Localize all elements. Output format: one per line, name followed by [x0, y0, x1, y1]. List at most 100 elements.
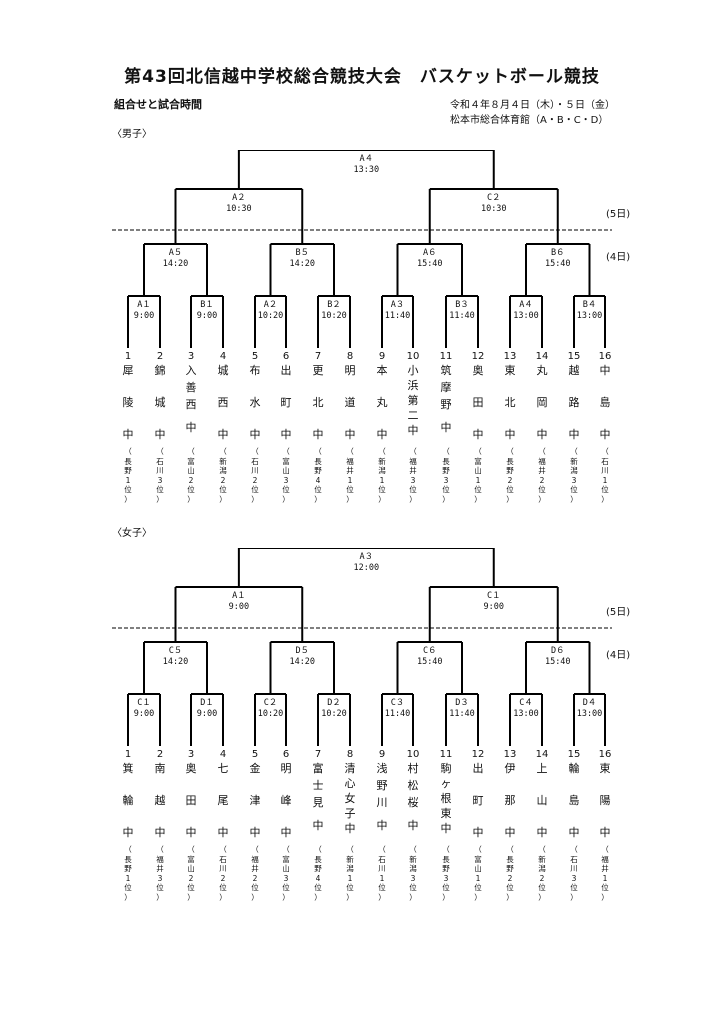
- game-time: 9:00: [133, 709, 155, 719]
- team-name-char: 富: [312, 762, 324, 775]
- prefecture-char: （: [601, 447, 609, 456]
- prefecture-char: 川: [570, 864, 578, 873]
- prefecture-char: 2: [220, 475, 226, 485]
- team-seed-number: 2: [156, 749, 164, 760]
- page-title: 第43回北信越中学校総合競技大会 バスケットボール競技: [124, 67, 600, 87]
- team-seed-number: 15: [567, 749, 581, 760]
- team-name-char: 中: [440, 421, 452, 434]
- team-name-char: 中: [154, 428, 166, 441]
- team-name: 明道中: [340, 363, 360, 443]
- team-seed-number: 10: [406, 351, 420, 362]
- game-time: 15:40: [416, 259, 443, 269]
- prefecture-char: 福: [601, 854, 609, 864]
- game-time: 15:40: [416, 657, 443, 667]
- prefecture-char: 位: [314, 883, 322, 892]
- game-court: A３: [359, 552, 374, 562]
- prefecture-char: （: [219, 447, 227, 456]
- team-name-char: 出: [472, 762, 484, 775]
- team-name-char: 津: [249, 794, 261, 807]
- team-seed-number: 11: [439, 351, 453, 362]
- team-name-char: 輪: [122, 794, 134, 807]
- prefecture-char: ）: [314, 892, 322, 902]
- prefecture-char: 2: [188, 475, 194, 485]
- team-name-char: 筑: [440, 364, 452, 377]
- team-seed-number: 14: [535, 749, 549, 760]
- game-time: 15:40: [544, 657, 571, 667]
- game-time: 14:20: [289, 657, 316, 667]
- game-time: 12:00: [353, 563, 380, 573]
- game-court: D４: [582, 698, 597, 708]
- team-name: 出町中: [468, 761, 488, 841]
- game-time: 13:00: [576, 311, 603, 321]
- team-seed-number: 2: [156, 351, 164, 362]
- team-name-char: 東: [599, 762, 611, 775]
- game-court: C４: [519, 698, 533, 708]
- prefecture-char: （: [346, 845, 354, 854]
- prefecture-char: 富: [187, 854, 195, 864]
- team-name-char: 明: [344, 364, 356, 377]
- team-name-char: 浅: [376, 762, 388, 775]
- team-seed-number: 16: [598, 749, 612, 760]
- prefecture-char: 1: [379, 873, 385, 883]
- team-name-char: 中: [407, 424, 419, 437]
- team-seed-number: 10: [406, 749, 420, 760]
- prefecture-char: ）: [538, 494, 546, 504]
- team-name-char: 明: [280, 762, 292, 775]
- prefecture-char: 新: [538, 854, 546, 864]
- prefecture-char: （: [251, 845, 259, 854]
- prefecture-char: 石: [251, 456, 259, 466]
- game-court: A３: [390, 300, 405, 310]
- prefecture-char: ）: [124, 494, 132, 504]
- team-name-char: 中: [440, 822, 452, 835]
- tournament-date: 令和４年８月４日（木）・５日（金）: [450, 100, 615, 111]
- prefecture-char: （: [506, 447, 514, 456]
- prefecture-char: （: [124, 447, 132, 456]
- prefecture-char: 石: [601, 456, 609, 466]
- prefecture-char: 野: [314, 466, 322, 475]
- game-court: B４: [582, 300, 597, 310]
- game-time: 10:20: [321, 311, 347, 321]
- game-time: 11:40: [449, 709, 475, 719]
- prefecture-char: 位: [346, 883, 354, 892]
- prefecture-char: 川: [601, 466, 609, 475]
- prefecture-char: （: [538, 845, 546, 854]
- game-court: C２: [486, 193, 501, 203]
- prefecture-char: 位: [346, 485, 354, 494]
- prefecture-char: （: [442, 447, 450, 456]
- prefecture-char: 石: [219, 854, 227, 864]
- team-seed-number: 8: [346, 749, 354, 760]
- prefecture-char: 1: [602, 873, 608, 883]
- prefecture-char: ）: [219, 892, 227, 902]
- prefecture-char: 長: [314, 456, 322, 466]
- team-name-char: 二: [407, 409, 419, 422]
- prefecture-char: 位: [378, 485, 386, 494]
- team-name-char: 町: [280, 396, 292, 409]
- prefecture-char: （: [538, 447, 546, 456]
- prefecture-char: 2: [539, 475, 545, 485]
- team-name: 筑摩野中: [436, 363, 456, 443]
- team-name-char: 那: [504, 794, 516, 807]
- prefecture-char: 3: [283, 475, 289, 485]
- team-name-char: 東: [504, 364, 516, 377]
- team-name-char: 箕: [122, 762, 134, 775]
- team-name-char: 田: [472, 396, 484, 409]
- team-name-char: 桜: [407, 796, 419, 809]
